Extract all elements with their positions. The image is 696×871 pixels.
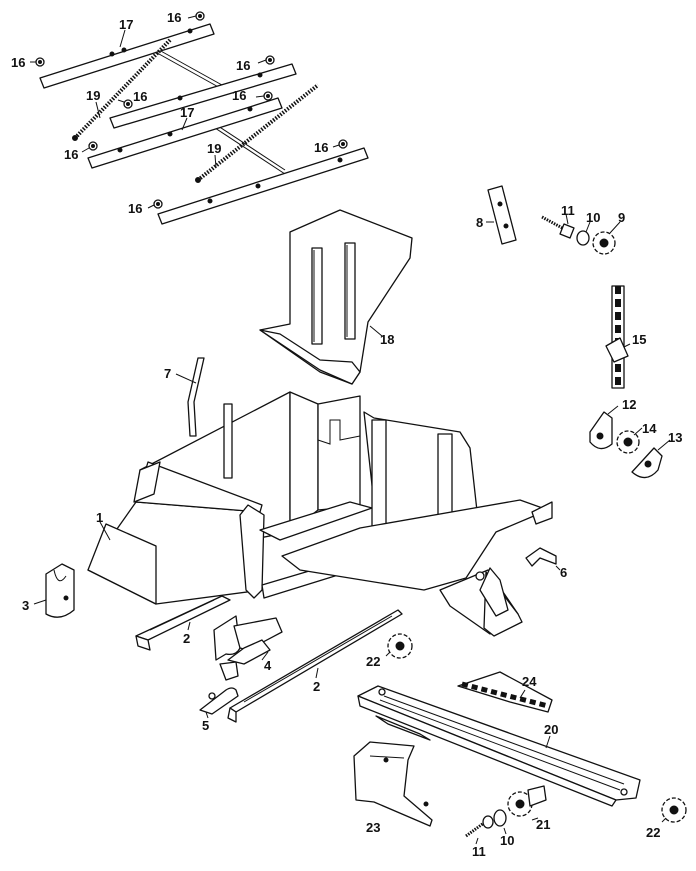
callout-13: 13	[668, 430, 682, 445]
spring	[195, 83, 320, 183]
callout-12: 12	[622, 397, 636, 412]
callout-8: 8	[476, 215, 483, 230]
callout-11: 11	[561, 203, 575, 218]
callout-labels: 17 16 16 16 16 19 16 16 17 16 16 19 8 11…	[11, 10, 682, 859]
callout-19: 19	[207, 141, 221, 156]
cross-bar	[211, 125, 286, 175]
rail-bar	[39, 23, 215, 89]
callout-16: 16	[314, 140, 328, 155]
callout-18: 18	[380, 332, 394, 347]
cross-bar	[149, 44, 223, 86]
callout-3: 3	[22, 598, 29, 613]
callout-7: 7	[164, 366, 171, 381]
callout-10: 10	[586, 210, 600, 225]
rail-bar	[109, 63, 297, 129]
bracket-part-3	[33, 563, 75, 618]
callout-4: 4	[264, 658, 272, 673]
nut	[338, 139, 348, 149]
bolt-part-11	[465, 815, 494, 845]
rail-bar	[157, 147, 369, 225]
callout-17: 17	[119, 17, 133, 32]
callout-16: 16	[236, 58, 250, 73]
callout-21: 21	[536, 817, 550, 832]
callout-22: 22	[646, 825, 660, 840]
clip-part-6	[525, 547, 561, 571]
callout-19: 19	[86, 88, 100, 103]
nut	[88, 141, 98, 151]
main-frame-assembly	[87, 391, 553, 637]
rod-part-7	[175, 357, 205, 437]
callout-23: 23	[366, 820, 380, 835]
callout-16: 16	[128, 201, 142, 216]
chain-part-24	[457, 671, 553, 713]
guide-part-4	[213, 615, 283, 665]
callout-17: 17	[180, 105, 194, 120]
sprocket-part-21	[507, 785, 547, 821]
sprocket-part-22	[661, 797, 687, 823]
sprocket-part-9	[592, 221, 621, 255]
rail-bar	[87, 97, 283, 169]
nut	[35, 57, 45, 67]
spring	[72, 38, 172, 141]
callout-2: 2	[183, 631, 190, 646]
callout-16: 16	[11, 55, 25, 70]
callout-24: 24	[522, 674, 537, 689]
sprocket-part-22	[385, 633, 413, 659]
callout-16: 16	[167, 10, 181, 25]
bolt-part-11	[541, 213, 575, 239]
callout-16: 16	[133, 89, 147, 104]
nut	[153, 199, 163, 209]
plate-part-8	[486, 185, 517, 245]
upper-rail-frame	[30, 11, 369, 225]
callout-5: 5	[202, 718, 209, 733]
shield-part-18	[259, 209, 413, 385]
callout-11: 11	[472, 844, 486, 859]
bushing-part-10	[576, 221, 591, 246]
callout-14: 14	[642, 421, 657, 436]
nut	[195, 11, 205, 21]
callout-22: 22	[366, 654, 380, 669]
callout-9: 9	[618, 210, 625, 225]
bracket-part-13	[631, 439, 671, 479]
callout-16: 16	[232, 88, 246, 103]
track-part-20	[357, 685, 641, 807]
nut	[263, 91, 273, 101]
cross-bar	[211, 121, 286, 171]
nut	[123, 99, 133, 109]
callout-15: 15	[632, 332, 646, 347]
hook-part-5	[199, 661, 239, 719]
cross-bar	[149, 48, 223, 90]
chain-part-15	[605, 285, 631, 389]
callout-2: 2	[313, 679, 320, 694]
bracket-part-12	[589, 405, 619, 450]
slide-part-2	[227, 609, 403, 723]
slide-part-2	[135, 595, 231, 651]
bushing-part-10	[493, 809, 507, 835]
plate-part-23	[353, 741, 433, 827]
sprocket-part-14	[616, 427, 643, 454]
callout-1: 1	[96, 510, 103, 525]
callout-6: 6	[560, 565, 567, 580]
callout-20: 20	[544, 722, 558, 737]
callout-10: 10	[500, 833, 514, 848]
callout-16: 16	[64, 147, 78, 162]
nut	[265, 55, 275, 65]
